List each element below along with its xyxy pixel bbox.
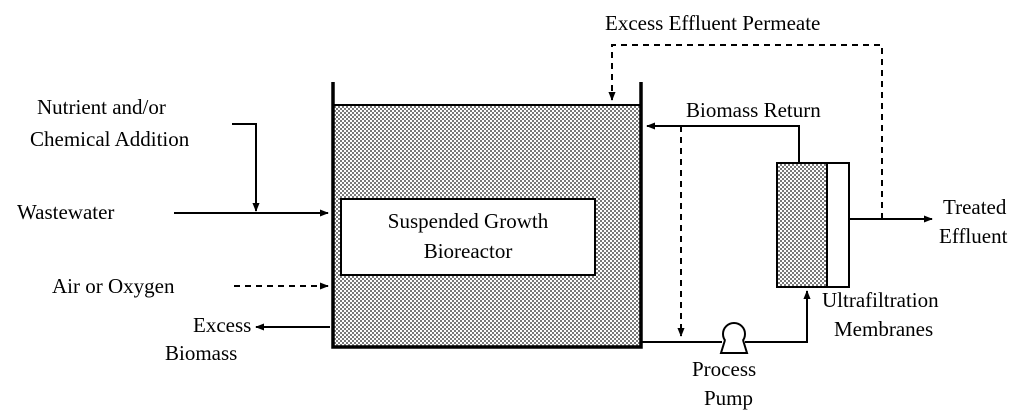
permeate-return-line (608, 44, 883, 219)
uf-label-line1: Ultrafiltration (822, 288, 939, 312)
excess-effluent-permeate-label: Excess Effluent Permeate (605, 11, 820, 35)
nutrient-feed-line (232, 123, 260, 212)
excess-biomass-label-line1: Excess (193, 313, 251, 337)
reactor-label-line1: Suspended Growth (388, 209, 549, 233)
bioreactor-tank: Suspended Growth Bioreactor (331, 82, 643, 349)
treated-effluent-label-line1: Treated (943, 195, 1007, 219)
treated-effluent-label-line2: Effluent (939, 224, 1008, 248)
uf-label-line2: Membranes (834, 317, 933, 341)
biomass-return-line (646, 122, 800, 163)
nutrient-label-line2: Chemical Addition (30, 127, 190, 151)
excess-biomass-label-line2: Biomass (165, 341, 237, 365)
process-pump-label-line1: Process (692, 357, 756, 381)
wastewater-label: Wastewater (17, 200, 114, 224)
biomass-return-label: Biomass Return (686, 98, 821, 122)
ultrafiltration-membrane-unit (776, 162, 850, 288)
air-oxygen-label: Air or Oxygen (52, 274, 175, 298)
reactor-label-box (340, 198, 596, 276)
process-pump-icon (719, 322, 749, 354)
process-pump-label-line2: Pump (704, 386, 753, 410)
reactor-label-line2: Bioreactor (424, 239, 513, 263)
process-line-to-membrane (745, 290, 811, 343)
nutrient-label-line1: Nutrient and/or (37, 95, 166, 119)
